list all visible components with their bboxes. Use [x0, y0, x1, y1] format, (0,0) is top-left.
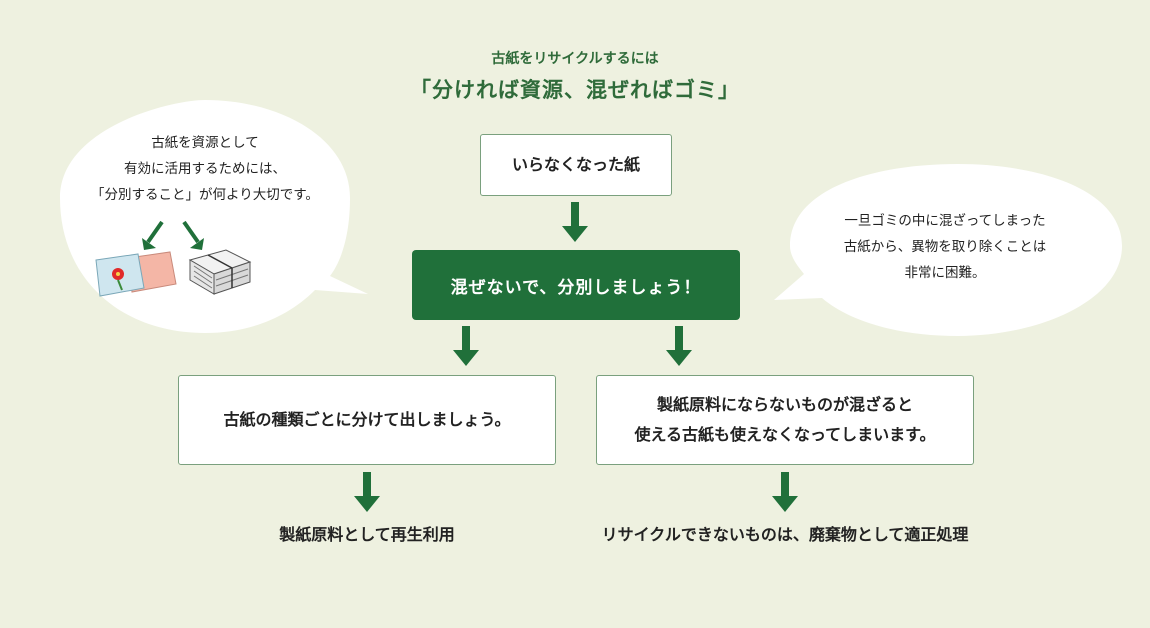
arrow-down-icon	[666, 326, 692, 366]
contamination-warning-box: 製紙原料にならないものが混ざると 使える古紙も使えなくなってしまいます。	[596, 375, 974, 465]
separate-main-box: 混ぜないで、分別しましょう！	[412, 250, 740, 320]
newspaper-bundle-icon	[188, 249, 252, 295]
arrow-down-icon	[772, 472, 798, 512]
recycle-result: 製紙原料として再生利用	[279, 525, 455, 544]
right-bubble-line-1: 一旦ゴミの中に混ざってしまった	[844, 213, 1046, 229]
diagram-title: 「分ければ資源、混ぜればゴミ」	[410, 78, 740, 102]
contamination-line-2: 使える古紙も使えなくなってしまいます。	[634, 425, 936, 444]
left-bubble-line-3: 「分別すること」が何より大切です。	[91, 187, 319, 203]
paper-cards-icon	[95, 251, 177, 297]
unwanted-paper-box: いらなくなった紙	[480, 134, 672, 196]
arrow-down-icon	[453, 326, 479, 366]
arrow-down-icon	[562, 202, 588, 242]
sort-by-type-box: 古紙の種類ごとに分けて出しましょう。	[178, 375, 556, 465]
right-bubble-line-3: 非常に困難。	[904, 265, 986, 281]
separate-main-label: 混ぜないで、分別しましょう！	[450, 277, 702, 298]
split-arrows-icon	[142, 220, 204, 250]
left-bubble-text: 古紙を資源として 有効に活用するためには、 「分別すること」が何より大切です。	[70, 130, 340, 208]
right-speech-bubble	[774, 164, 1122, 336]
sort-by-type-label: 古紙の種類ごとに分けて出しましょう。	[223, 410, 511, 429]
right-bubble-line-2: 古紙から、異物を取り除くことは	[843, 239, 1047, 255]
disposal-result: リサイクルできないものは、廃棄物として適正処理	[601, 525, 969, 544]
arrow-down-icon	[354, 472, 380, 512]
unwanted-paper-label: いらなくなった紙	[511, 155, 640, 174]
right-bubble-text: 一旦ゴミの中に混ざってしまった 古紙から、異物を取り除くことは 非常に困難。	[800, 208, 1090, 286]
left-bubble-line-2: 有効に活用するためには、	[124, 161, 286, 177]
left-bubble-line-1: 古紙を資源として	[151, 135, 259, 151]
contamination-line-1: 製紙原料にならないものが混ざると	[656, 395, 913, 414]
diagram-subtitle: 古紙をリサイクルするには	[491, 51, 659, 67]
